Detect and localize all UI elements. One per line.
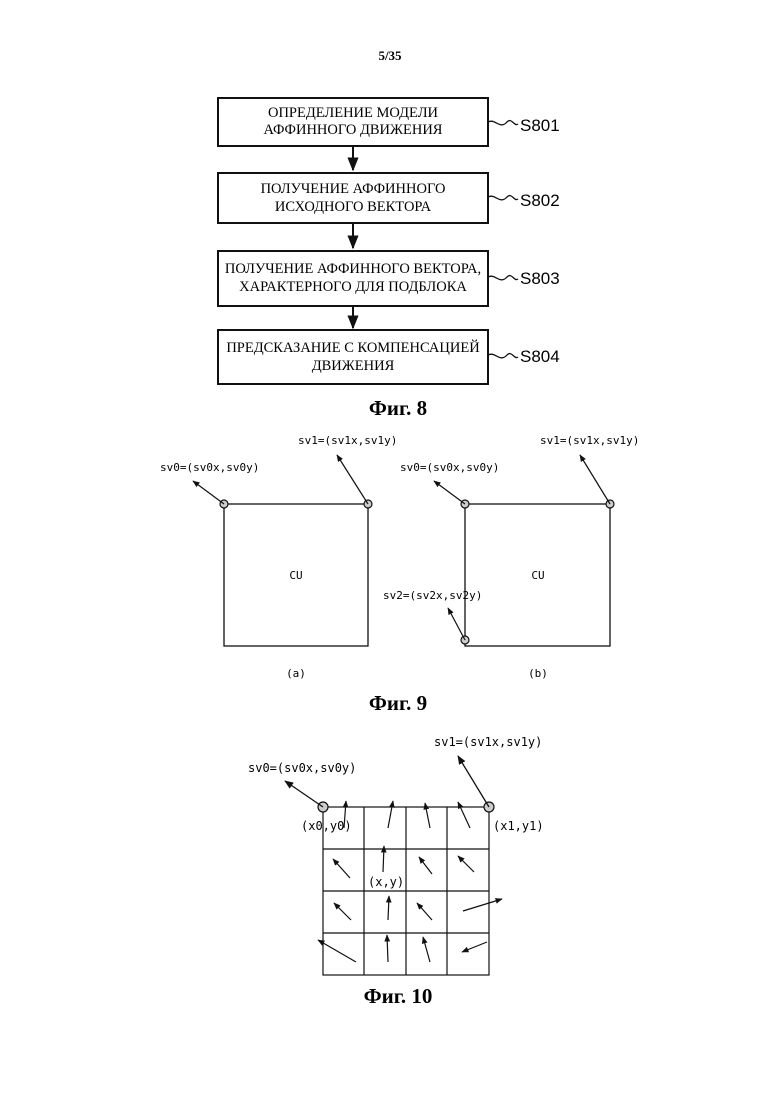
panel-label-a: (a) [286, 667, 306, 680]
leader-line [488, 354, 518, 358]
sv0-label: sv0=(sv0x,sv0y) [400, 461, 499, 474]
leader-line [488, 196, 518, 200]
step-text-line2: АФФИННОГО ДВИЖЕНИЯ [264, 122, 443, 138]
point-x0y0-label: (x0,y0) [301, 819, 352, 833]
page-number: 5/35 [378, 48, 402, 63]
fig9a-panel: CU sv0=(sv0x,sv0y) sv1=(sv1x,sv1y) (a) [160, 434, 397, 680]
fig8-caption: Фиг. 8 [369, 396, 427, 420]
step-text-line2: ИСХОДНОГО ВЕКТОРА [275, 199, 432, 215]
fig10-caption: Фиг. 10 [364, 984, 433, 1008]
step-s801: ОПРЕДЕЛЕНИЕ МОДЕЛИ АФФИННОГО ДВИЖЕНИЯ S8… [218, 98, 560, 146]
leader-line [488, 276, 518, 280]
fig9-caption: Фиг. 9 [369, 691, 427, 715]
step-id: S801 [520, 116, 560, 135]
panel-label-b: (b) [528, 667, 548, 680]
step-text-line1: ОПРЕДЕЛЕНИЕ МОДЕЛИ [268, 105, 439, 121]
cu-label: CU [289, 569, 302, 582]
sv0-arrow [434, 481, 465, 504]
sv0-arrow [193, 481, 224, 504]
step-s803: ПОЛУЧЕНИЕ АФФИННОГО ВЕКТОРА, ХАРАКТЕРНОГ… [218, 251, 560, 306]
sv1-label: sv1=(sv1x,sv1y) [298, 434, 397, 447]
fig9b-panel: CU sv0=(sv0x,sv0y) sv1=(sv1x,sv1y) sv2=(… [383, 434, 639, 680]
sv1-label: sv1=(sv1x,sv1y) [434, 735, 542, 749]
sv2-label: sv2=(sv2x,sv2y) [383, 589, 482, 602]
step-text-line1: ПРЕДСКАЗАНИЕ С КОМПЕНСАЦИЕЙ [226, 339, 480, 356]
step-s802: ПОЛУЧЕНИЕ АФФИННОГО ИСХОДНОГО ВЕКТОРА S8… [218, 173, 560, 223]
step-id: S803 [520, 269, 560, 288]
fig8-flowchart: ОПРЕДЕЛЕНИЕ МОДЕЛИ АФФИННОГО ДВИЖЕНИЯ S8… [218, 98, 560, 420]
step-text-line2: ХАРАКТЕРНОГО ДЛЯ ПОДБЛОКА [239, 279, 467, 295]
sv1-arrow [458, 756, 489, 807]
step-id: S802 [520, 191, 560, 210]
cu-label: CU [531, 569, 544, 582]
fig10-diagram: sv0=(sv0x,sv0y) sv1=(sv1x,sv1y) (x0,y0) … [248, 735, 544, 1008]
step-text-line1: ПОЛУЧЕНИЕ АФФИННОГО ВЕКТОРА, [225, 261, 481, 277]
sv1-arrow [337, 455, 368, 504]
step-text-line2: ДВИЖЕНИЯ [312, 358, 395, 374]
sv1-label: sv1=(sv1x,sv1y) [540, 434, 639, 447]
point-x1y1-label: (x1,y1) [493, 819, 544, 833]
step-id: S804 [520, 347, 560, 366]
point-xy-label: (x,y) [368, 875, 404, 889]
sv0-arrow [285, 781, 323, 807]
step-text-line1: ПОЛУЧЕНИЕ АФФИННОГО [261, 181, 446, 197]
sv1-arrow [580, 455, 610, 504]
sv2-arrow [448, 608, 465, 640]
step-box [218, 330, 488, 384]
step-s804: ПРЕДСКАЗАНИЕ С КОМПЕНСАЦИЕЙ ДВИЖЕНИЯ S80… [218, 330, 560, 384]
sv0-label: sv0=(sv0x,sv0y) [248, 761, 356, 775]
fig9-diagram: CU sv0=(sv0x,sv0y) sv1=(sv1x,sv1y) (a) C… [160, 434, 639, 715]
leader-line [488, 121, 518, 125]
sv0-label: sv0=(sv0x,sv0y) [160, 461, 259, 474]
